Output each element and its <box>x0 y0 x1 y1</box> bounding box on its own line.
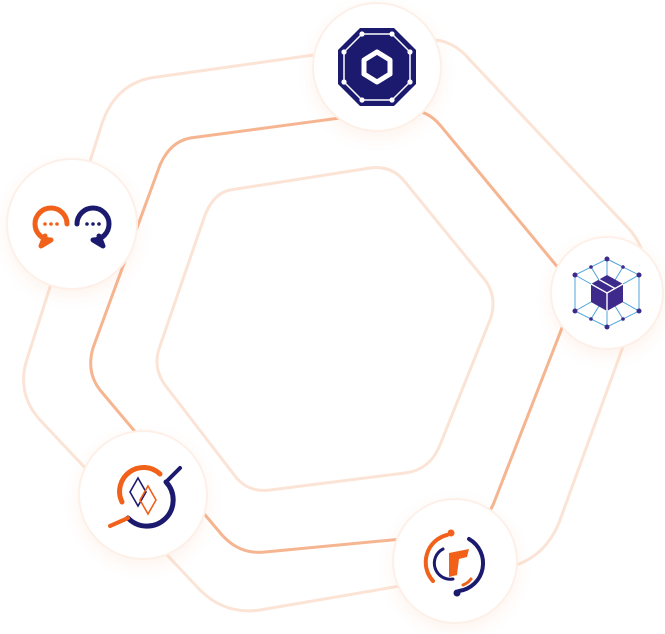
outer-hexagon-ring <box>22 37 648 613</box>
integration-node-right <box>552 238 662 348</box>
integration-node-bottom-left <box>80 432 206 558</box>
inner-hexagon-ring <box>155 166 495 492</box>
cube-network-icon <box>572 256 642 330</box>
integration-node-bottom-right <box>394 500 516 622</box>
diamond-orbit-icon <box>108 465 182 529</box>
integration-node-top <box>314 4 440 130</box>
infinity-chat-icon <box>32 205 112 249</box>
circular-t-icon <box>423 529 486 597</box>
octagon-knot-icon <box>338 28 416 106</box>
integration-node-left <box>8 160 136 288</box>
